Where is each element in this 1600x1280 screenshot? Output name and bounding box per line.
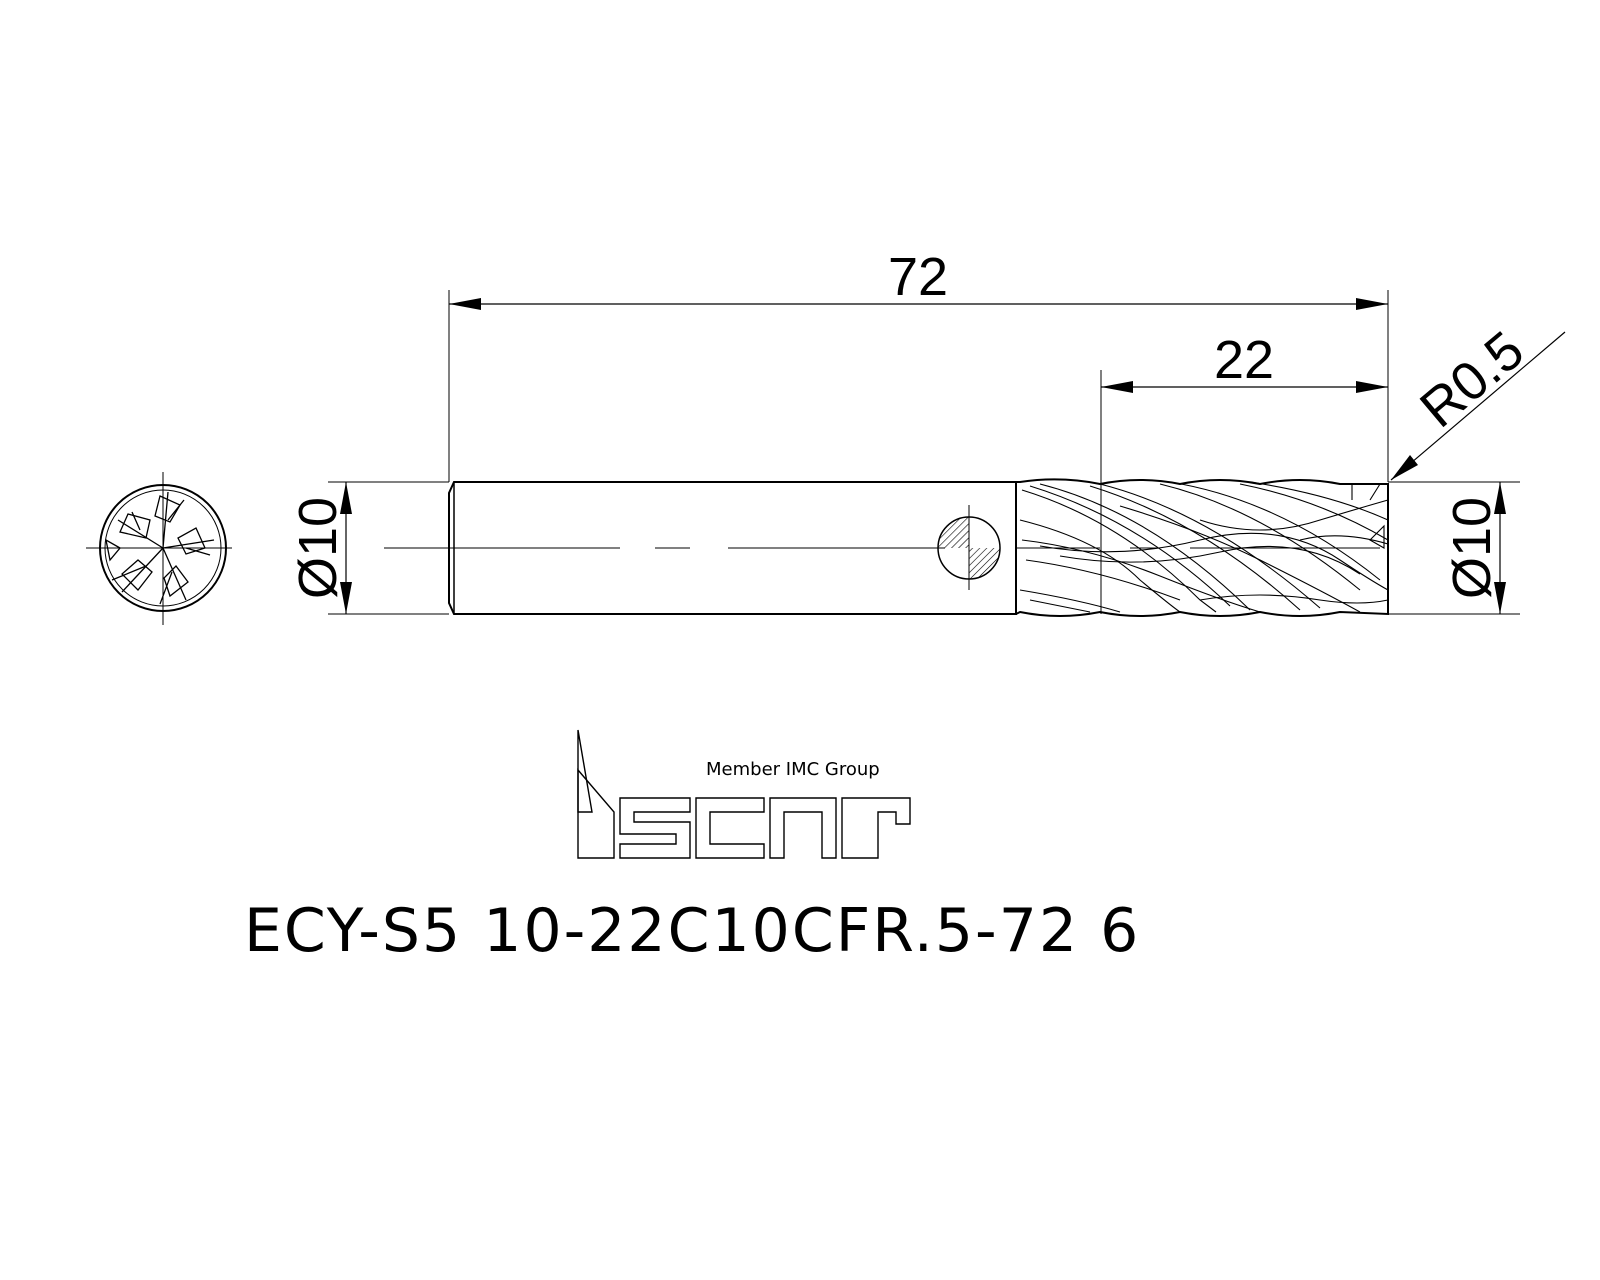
overall-length-label: 72 (888, 247, 948, 307)
centerline (384, 505, 1380, 590)
end-view (86, 472, 232, 625)
dimension-cutting-diameter: Ø10 (1388, 481, 1520, 615)
fluted-section (1015, 478, 1389, 617)
logo-tagline: Member IMC Group (706, 759, 880, 780)
iscar-logo: Member IMC Group (577, 729, 911, 859)
shank (384, 481, 1380, 615)
dimension-flute-length: 22 (1100, 330, 1388, 614)
dimension-overall-length: 72 (448, 247, 1389, 482)
dimension-corner-radius: R0.5 (1390, 320, 1566, 481)
corner-radius-label: R0.5 (1409, 320, 1535, 439)
dimension-shank-diameter: Ø10 (288, 481, 449, 615)
flute-length-label: 22 (1214, 330, 1274, 390)
center-of-gravity-symbol (937, 516, 1001, 580)
shank-diameter-label: Ø10 (288, 497, 348, 599)
part-number: ECY-S5 10-22C10CFR.5-72 6 (244, 896, 1140, 966)
cutting-diameter-label: Ø10 (1442, 497, 1502, 599)
